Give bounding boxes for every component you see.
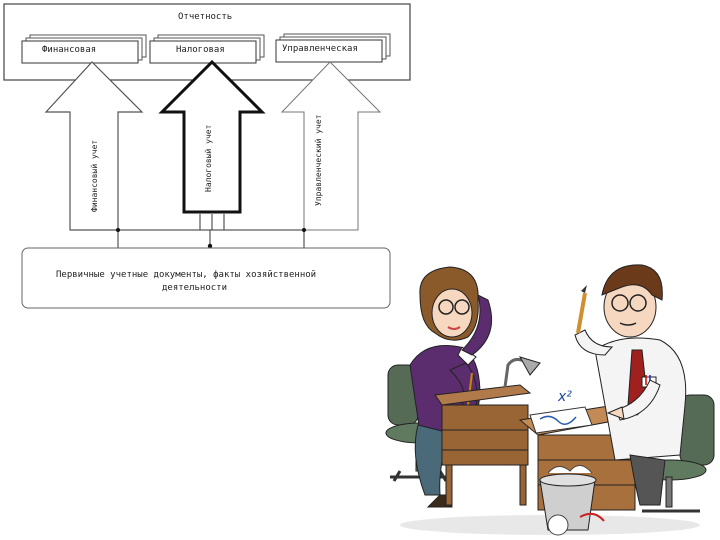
flow-label-tax: Налоговый учет bbox=[204, 125, 213, 192]
connector-lines bbox=[118, 214, 304, 248]
flow-label-management: Управленческий учет bbox=[314, 114, 323, 206]
source-text-line2: деятельности bbox=[162, 283, 227, 293]
source-text-line1: Первичные учетные документы, факты хозяй… bbox=[56, 270, 316, 280]
report-label-management: Управленческая bbox=[282, 44, 358, 54]
reporting-title: Отчетность bbox=[178, 12, 232, 22]
formula-text: x² bbox=[557, 389, 572, 405]
report-label-financial: Финансовая bbox=[42, 45, 96, 55]
arrow-management bbox=[282, 62, 380, 230]
accountants-illustration: x² bbox=[380, 255, 720, 540]
flow-label-financial: Финансовый учет bbox=[90, 140, 99, 212]
report-label-tax: Налоговая bbox=[176, 45, 225, 55]
connector-dots bbox=[116, 228, 306, 248]
